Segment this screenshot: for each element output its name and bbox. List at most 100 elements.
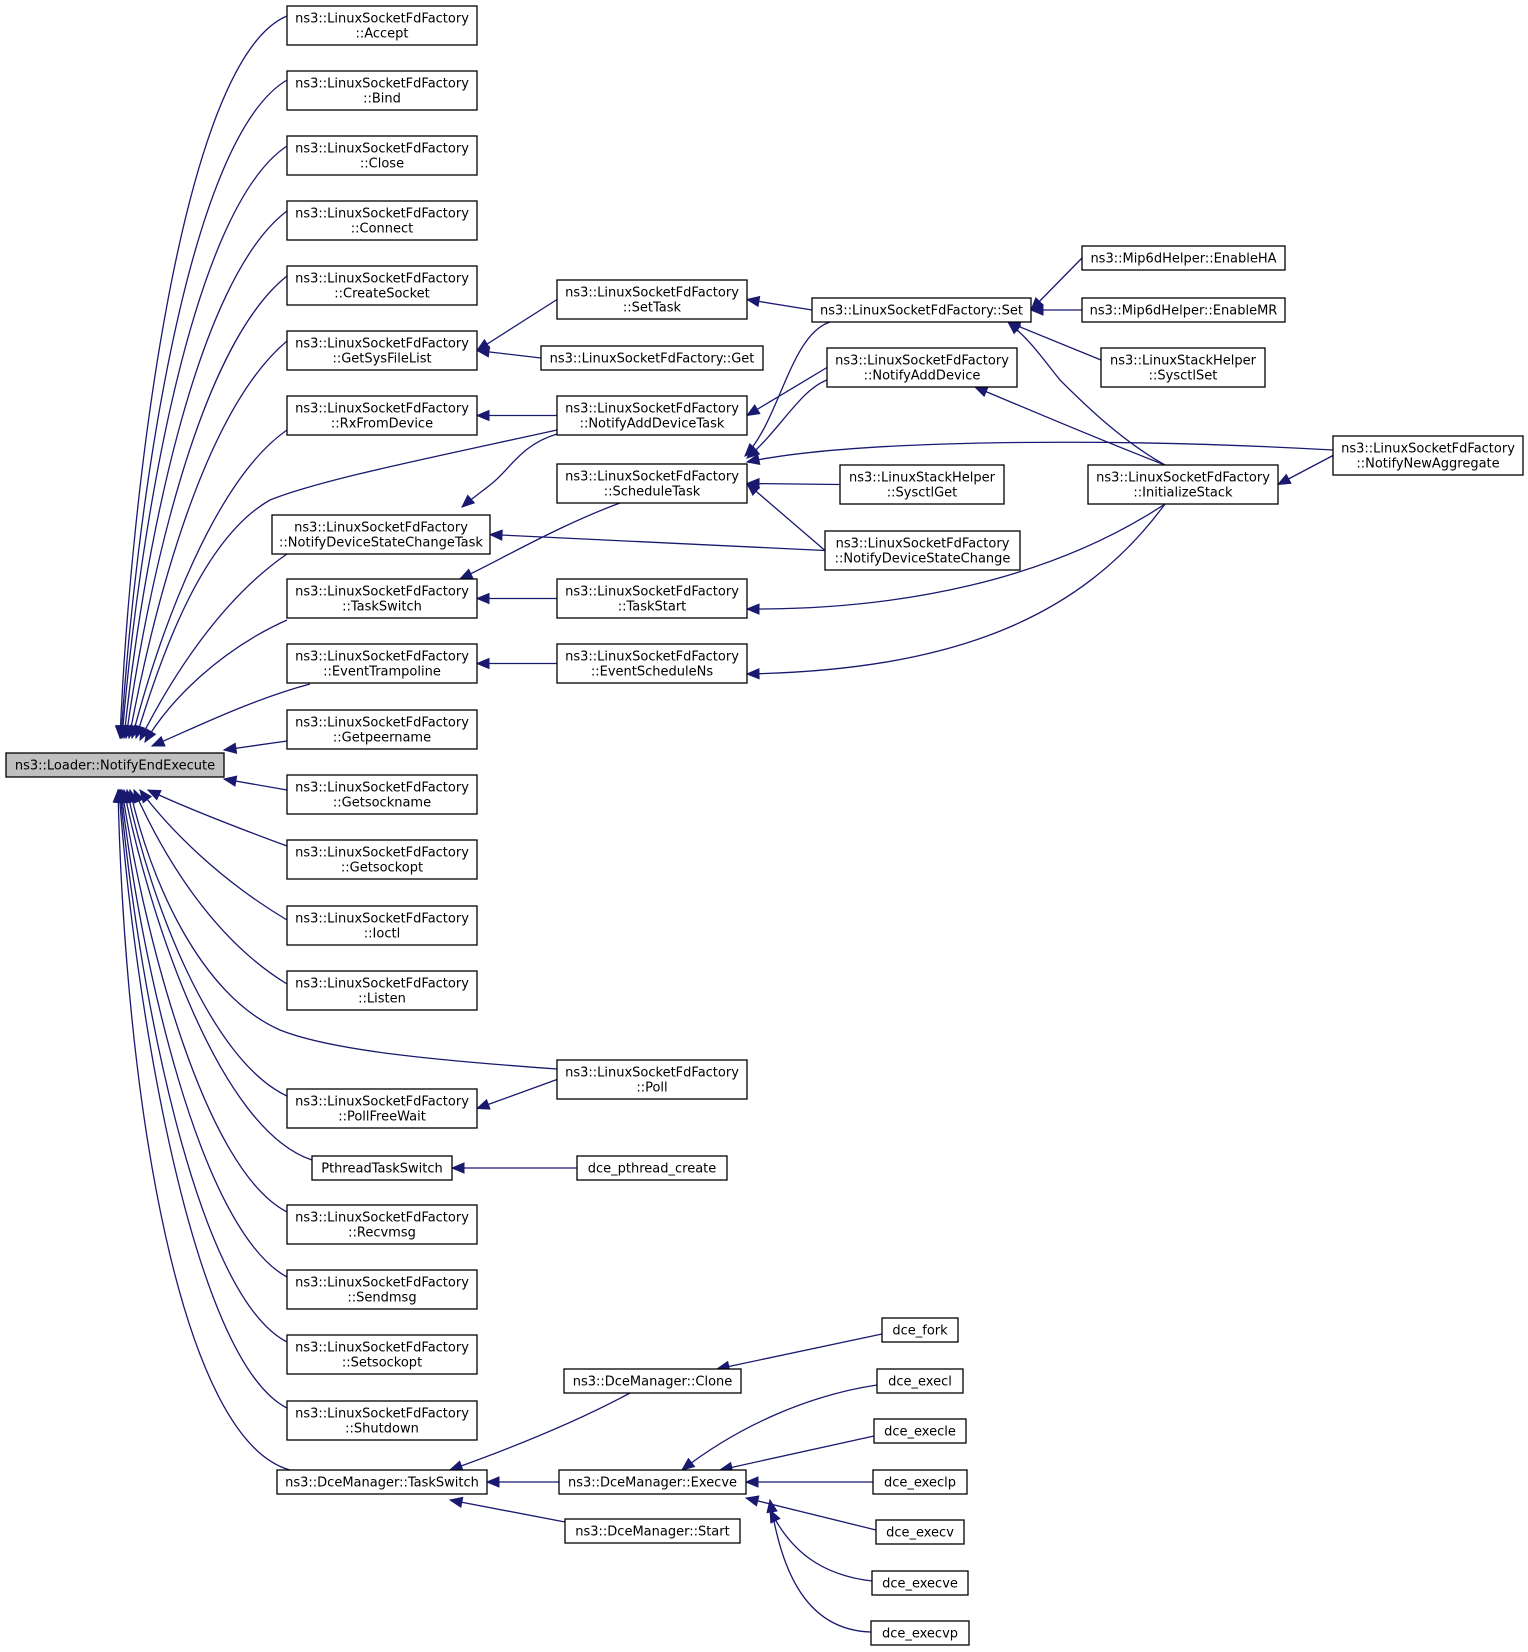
node-label-line: ::Sendmsg (347, 1291, 416, 1306)
node-connect[interactable]: ns3::LinuxSocketFdFactory::Connect (286, 200, 478, 241)
node-scheduletask[interactable]: ns3::LinuxSocketFdFactory::ScheduleTask (556, 463, 748, 504)
node-shutdown[interactable]: ns3::LinuxSocketFdFactory::Shutdown (286, 1400, 478, 1441)
arrowhead-dceexecvp-to-execve_m (766, 1498, 778, 1514)
node-getsockname[interactable]: ns3::LinuxSocketFdFactory::Getsockname (286, 774, 478, 815)
node-listen[interactable]: ns3::LinuxSocketFdFactory::Listen (286, 970, 478, 1011)
node-pollfreewait[interactable]: ns3::LinuxSocketFdFactory::PollFreeWait (286, 1088, 478, 1129)
node-setsockopt[interactable]: ns3::LinuxSocketFdFactory::Setsockopt (286, 1334, 478, 1375)
node-label-line: ns3::LinuxStackHelper (849, 471, 996, 486)
node-poll[interactable]: ns3::LinuxSocketFdFactory::Poll (556, 1059, 748, 1100)
node-label-line: ns3::LinuxSocketFdFactory (295, 781, 469, 796)
node-label-line: ns3::LinuxSocketFdFactory (295, 272, 469, 287)
node-execve_m[interactable]: ns3::DceManager::Execve (558, 1469, 747, 1495)
node-box (286, 70, 478, 111)
edge-connect-to-root (123, 210, 288, 739)
node-initializestack[interactable]: ns3::LinuxSocketFdFactory::InitializeSta… (1087, 464, 1279, 505)
node-label-line: ns3::LinuxSocketFdFactory (295, 912, 469, 927)
node-bind[interactable]: ns3::LinuxSocketFdFactory::Bind (286, 70, 478, 111)
node-clone[interactable]: ns3::DceManager::Clone (563, 1368, 742, 1394)
edge-initializestack-to-notifyadddevice (974, 386, 1166, 466)
edge-listen-to-root (133, 789, 288, 985)
node-dcetaskswitch[interactable]: ns3::DceManager::TaskSwitch (276, 1469, 488, 1495)
node-close[interactable]: ns3::LinuxSocketFdFactory::Close (286, 135, 478, 176)
arrowhead-scheduletask-to-taskswitch (458, 568, 474, 580)
node-label-line: ::Ioctl (364, 927, 400, 942)
node-sendmsg[interactable]: ns3::LinuxSocketFdFactory::Sendmsg (286, 1269, 478, 1310)
edge-notifyadddevicetask-to-root (135, 429, 558, 739)
node-dceexecv[interactable]: dce_execv (875, 1519, 965, 1545)
node-label-line: ::Poll (636, 1081, 667, 1096)
node-set[interactable]: ns3::LinuxSocketFdFactory::Set (811, 297, 1032, 323)
node-eventschedulens[interactable]: ns3::LinuxSocketFdFactory::EventSchedule… (556, 643, 748, 684)
node-box (286, 330, 478, 371)
node-start[interactable]: ns3::DceManager::Start (564, 1518, 741, 1544)
node-notifyadddevicetask[interactable]: ns3::LinuxSocketFdFactory::NotifyAddDevi… (556, 395, 748, 436)
node-label-line: dce_execlp (884, 1476, 956, 1491)
node-box (286, 578, 478, 619)
node-label-line: dce_execle (884, 1425, 956, 1440)
node-dceexeclp[interactable]: dce_execlp (872, 1469, 968, 1495)
arrowhead-getpeername-to-root (222, 742, 238, 754)
node-label-line: ns3::LinuxSocketFdFactory (295, 650, 469, 665)
node-enablemr[interactable]: ns3::Mip6dHelper::EnableMR (1081, 297, 1286, 323)
node-box (1087, 464, 1279, 505)
node-sysctlget[interactable]: ns3::LinuxStackHelper::SysctlGet (839, 464, 1005, 505)
edge-dceexecve-to-execve_m (769, 1509, 873, 1582)
arrowhead-notifynewaggregate-to-initializestack (1276, 473, 1292, 486)
node-box (824, 530, 1021, 571)
node-rxfromdevice[interactable]: ns3::LinuxSocketFdFactory::RxFromDevice (286, 395, 478, 436)
node-getsysfilelist[interactable]: ns3::LinuxSocketFdFactory::GetSysFileLis… (286, 330, 478, 371)
edge-sysctlset-to-set (1007, 321, 1102, 361)
arrowhead-clone-to-dcetaskswitch (448, 1460, 464, 1472)
node-label-line: ns3::LinuxSocketFdFactory (565, 650, 739, 665)
arrowhead-set-to-settask (745, 295, 761, 308)
node-notifydevicestatechangetask[interactable]: ns3::LinuxSocketFdFactory::NotifyDeviceS… (271, 514, 491, 555)
arrowhead-notifydevicestatechange-to-scheduletask (746, 482, 761, 497)
arrowhead-dcepthreadcreate-to-pthreadtaskswitch (450, 1162, 465, 1174)
node-enableha[interactable]: ns3::Mip6dHelper::EnableHA (1081, 245, 1286, 271)
node-label-line: ::EventTrampoline (323, 665, 441, 680)
node-notifydevicestatechange[interactable]: ns3::LinuxSocketFdFactory::NotifyDeviceS… (824, 530, 1021, 571)
node-box (286, 200, 478, 241)
node-dceexecle[interactable]: dce_execle (873, 1418, 967, 1444)
node-label-line: ns3::LinuxSocketFdFactory (565, 402, 739, 417)
edge-initializestack-to-eventschedulens (746, 503, 1166, 675)
arrowhead-get-to-getsysfilelist (475, 346, 491, 358)
node-eventtrampoline[interactable]: ns3::LinuxSocketFdFactory::EventTrampoli… (286, 643, 478, 684)
node-accept[interactable]: ns3::LinuxSocketFdFactory::Accept (286, 5, 478, 46)
node-dceexecve[interactable]: dce_execve (871, 1570, 969, 1596)
node-sysctlset[interactable]: ns3::LinuxStackHelper::SysctlSet (1100, 347, 1266, 388)
edge-rxfromdevice-to-root (131, 429, 288, 739)
node-root[interactable]: ns3::Loader::NotifyEndExecute (5, 752, 225, 778)
edge-dceexecvp-to-execve_m (769, 1499, 872, 1633)
node-label-line: ns3::LinuxSocketFdFactory (295, 977, 469, 992)
node-getsockopt[interactable]: ns3::LinuxSocketFdFactory::Getsockopt (286, 839, 478, 880)
node-dceexecl[interactable]: dce_execl (876, 1368, 964, 1394)
node-label-line: ns3::LinuxSocketFdFactory (295, 207, 469, 222)
node-recvmsg[interactable]: ns3::LinuxSocketFdFactory::Recvmsg (286, 1204, 478, 1245)
node-dcepthreadcreate[interactable]: dce_pthread_create (576, 1155, 728, 1181)
arrowhead-eventschedulens-to-eventtrampoline (475, 657, 490, 670)
edge-dcetaskswitch-to-root (117, 789, 291, 1471)
node-ioctl[interactable]: ns3::LinuxSocketFdFactory::Ioctl (286, 905, 478, 946)
node-dceexecvp[interactable]: dce_execvp (870, 1620, 970, 1646)
node-label-line: ::EventScheduleNs (591, 665, 713, 680)
edge-close-to-root (121, 145, 288, 739)
node-getpeername[interactable]: ns3::LinuxSocketFdFactory::Getpeername (286, 709, 478, 750)
edge-taskswitch-to-root (144, 619, 288, 743)
node-pthreadtaskswitch[interactable]: PthreadTaskSwitch (311, 1155, 453, 1181)
node-settask[interactable]: ns3::LinuxSocketFdFactory::SetTask (556, 279, 748, 320)
edge-dceexecle-to-execve_m (719, 1435, 875, 1471)
node-notifynewaggregate[interactable]: ns3::LinuxSocketFdFactory::NotifyNewAggr… (1332, 435, 1524, 476)
node-label-line: ns3::LinuxSocketFdFactory (836, 537, 1010, 552)
edge-pollfreewait-to-root (126, 789, 288, 1097)
node-dcefork[interactable]: dce_fork (881, 1317, 959, 1343)
node-notifyadddevice[interactable]: ns3::LinuxSocketFdFactory::NotifyAddDevi… (826, 347, 1018, 388)
node-taskstart[interactable]: ns3::LinuxSocketFdFactory::TaskStart (556, 578, 748, 619)
node-box (1100, 347, 1266, 388)
node-createsocket[interactable]: ns3::LinuxSocketFdFactory::CreateSocket (286, 265, 478, 306)
node-label-line: ns3::LinuxSocketFdFactory::Get (550, 352, 755, 367)
node-get[interactable]: ns3::LinuxSocketFdFactory::Get (540, 345, 764, 371)
arrowhead-enablemr-to-set (1029, 304, 1044, 316)
node-taskswitch[interactable]: ns3::LinuxSocketFdFactory::TaskSwitch (286, 578, 478, 619)
